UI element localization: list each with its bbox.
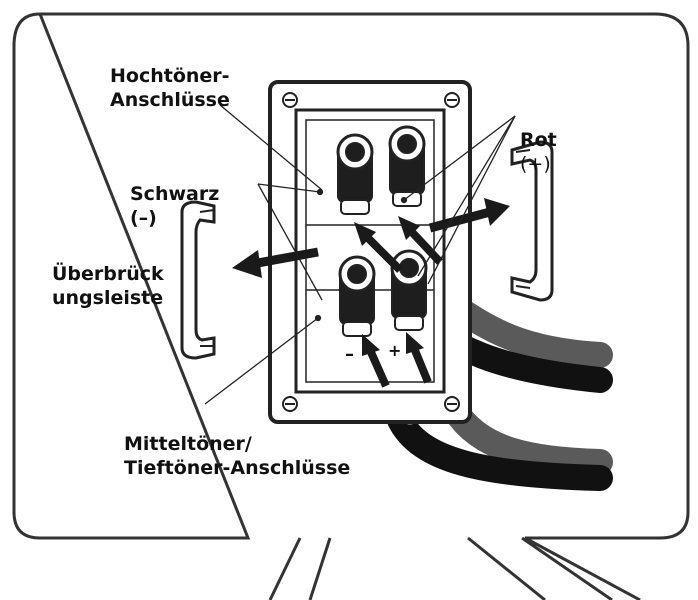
red-sign: (+) (520, 153, 551, 175)
leader-lines (204, 104, 516, 405)
binding-post-woofer-minus (338, 255, 376, 337)
binding-post-woofer-plus (390, 249, 428, 331)
binding-post-tweeter-minus (336, 133, 374, 215)
arrows (232, 198, 510, 388)
minus-sign: – (345, 344, 354, 365)
tweeter-terminals-label: Hochtöner- Anschlüsse (110, 65, 230, 111)
callout-bubble (12, 12, 690, 600)
jumper-bar-label: Überbrück ungsleiste (52, 263, 164, 309)
red-word: Rot (520, 129, 557, 151)
red-plus-label: Rot (+) (520, 104, 557, 176)
black-word: Schwarz (130, 183, 220, 205)
black-sign: (–) (130, 207, 157, 229)
binding-posts (336, 125, 428, 337)
plus-sign: + (388, 341, 401, 360)
binding-post-tweeter-plus (388, 125, 426, 207)
black-minus-label: Schwarz (–) (130, 158, 219, 230)
jumper-bar-right (510, 140, 554, 302)
plate-screws (282, 92, 460, 412)
polarity-marks: – + (345, 341, 401, 365)
jumper-bar-left (180, 200, 216, 360)
woofer-terminals-label: Mitteltöner/ Tieftöner-Anschlüsse (124, 433, 351, 479)
